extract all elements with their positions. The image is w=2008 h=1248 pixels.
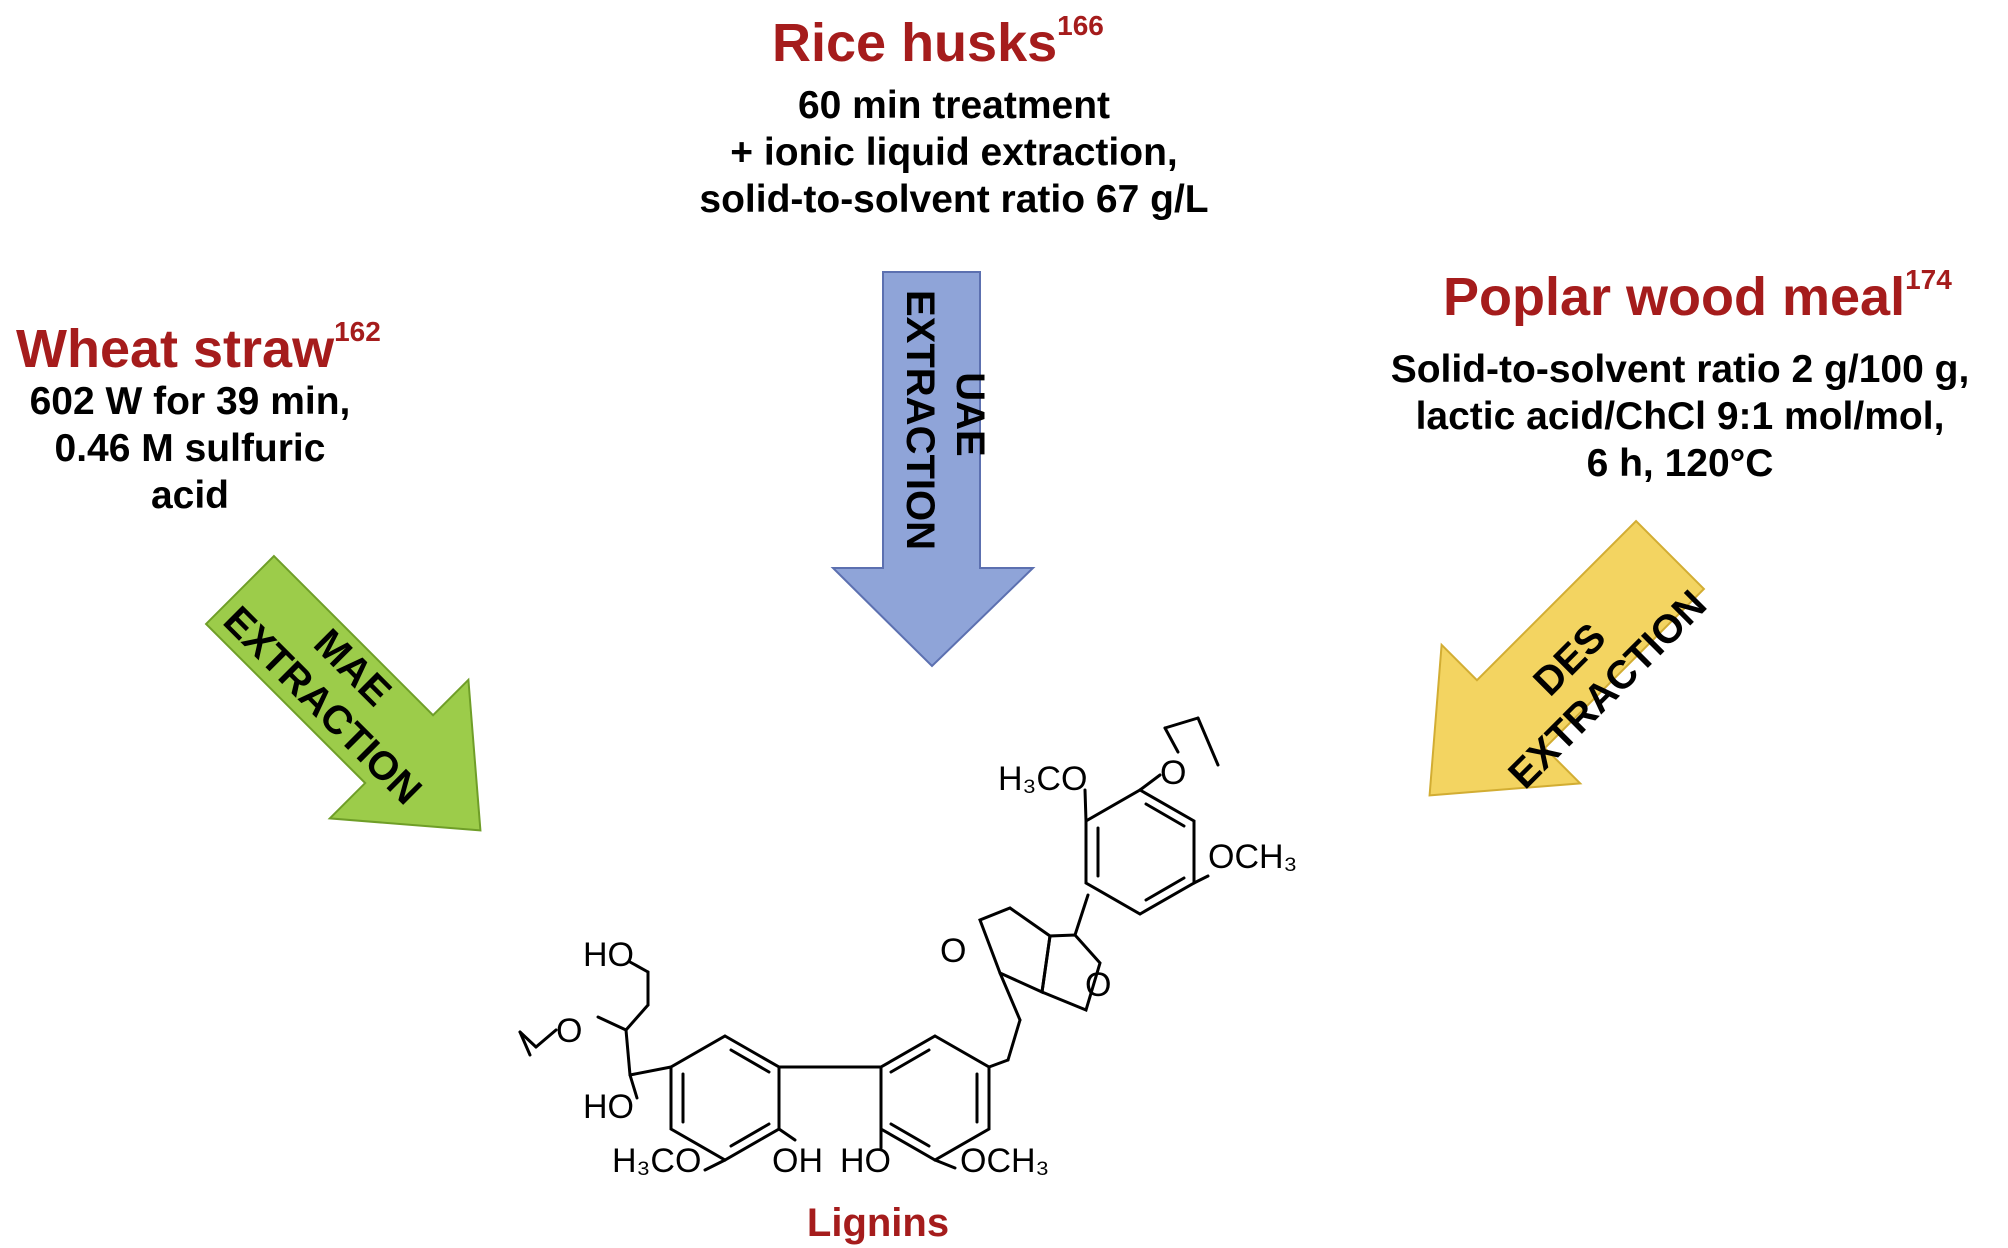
atom-ho-top: HO: [583, 936, 634, 974]
wheat-condition-3: acid: [150, 474, 230, 517]
atom-och3-bottom: OCH₃: [960, 1142, 1049, 1180]
ring-furan-right: [1040, 933, 1102, 1013]
uae-arrow-shape: [830, 271, 1036, 668]
wheat-straw-name: Wheat straw: [16, 319, 335, 379]
des-arrow-shape: [1428, 519, 1706, 797]
ring-furan-left: [978, 906, 1052, 995]
wheat-straw-conditions: 602 W for 39 min, 0.46 M sulfuric acid: [0, 378, 380, 519]
lignins-label: Lignins: [807, 1201, 949, 1245]
poplar-condition-1: Solid-to-solvent ratio 2 g/100 g,: [1390, 348, 1970, 391]
atom-labels: HO O HO H₃CO OH HO OCH₃ O O H₃CO O OCH₃: [556, 754, 1297, 1180]
mae-arrow-shape: [204, 554, 482, 832]
atom-och3-right: OCH₃: [1208, 838, 1297, 876]
atom-h3co-bottom: H₃CO: [612, 1142, 701, 1180]
wheat-straw-ref: 162: [334, 316, 381, 347]
mae-arrow: MAE EXTRACTION: [204, 554, 482, 832]
wheat-condition-1: 602 W for 39 min,: [29, 380, 351, 423]
uae-arrow-label: UAE EXTRACTION: [898, 290, 992, 550]
rice-husks-name: Rice husks: [772, 13, 1058, 73]
poplar-ref: 174: [1905, 264, 1952, 295]
atom-ho-bottom: HO: [840, 1142, 891, 1180]
lignin-structure: [518, 716, 1220, 1172]
atom-o-top: O: [1160, 754, 1186, 792]
rice-condition-1: 60 min treatment: [797, 84, 1111, 127]
poplar-condition-2: lactic acid/ChCl 9:1 mol/mol,: [1415, 395, 1945, 438]
poplar-title: Poplar wood meal174: [1443, 264, 1952, 327]
uae-label-line1: UAE: [948, 372, 992, 456]
ring-c: [1084, 788, 1196, 916]
rice-husks-ref: 166: [1057, 10, 1104, 41]
atom-h3co-top: H₃CO: [998, 760, 1087, 798]
wheat-condition-2: 0.46 M sulfuric: [54, 427, 326, 470]
uae-arrow: UAE EXTRACTION: [830, 271, 1036, 668]
rice-husks-title: Rice husks166: [772, 10, 1104, 73]
rice-condition-3: solid-to-solvent ratio 67 g/L: [699, 178, 1209, 221]
poplar-name: Poplar wood meal: [1443, 267, 1906, 327]
atom-ho-mid: HO: [583, 1088, 634, 1126]
atom-oh-bottom: OH: [772, 1142, 823, 1180]
uae-label-line2: EXTRACTION: [898, 290, 942, 550]
poplar-condition-3: 6 h, 120°C: [1586, 442, 1774, 485]
wheat-straw-title: Wheat straw162: [16, 316, 381, 379]
atom-o-chain: O: [556, 1012, 582, 1050]
rice-condition-2: + ionic liquid extraction,: [730, 131, 1178, 174]
rice-husks-conditions: 60 min treatment + ionic liquid extracti…: [604, 82, 1304, 223]
poplar-conditions: Solid-to-solvent ratio 2 g/100 g, lactic…: [1355, 346, 2005, 487]
atom-o-ring1: O: [940, 932, 966, 970]
atom-o-ring2: O: [1085, 966, 1111, 1004]
des-arrow: DES EXTRACTION: [1428, 519, 1715, 797]
